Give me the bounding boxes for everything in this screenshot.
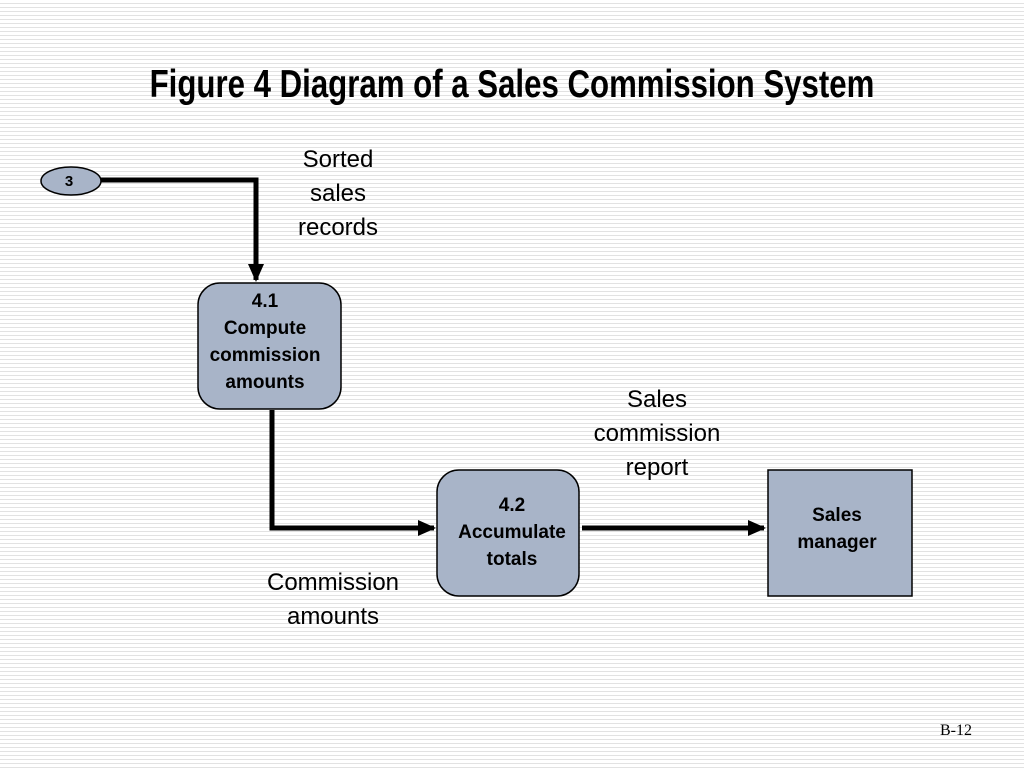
process-label-line: Accumulate <box>458 522 566 543</box>
connector-label: 3 <box>65 173 73 190</box>
process-label-line: commission <box>210 345 321 366</box>
flow-label-sales-commission-report: Sales commission report <box>593 386 721 481</box>
entity-shape <box>767 469 913 597</box>
page-number: B-12 <box>940 722 972 739</box>
process-4-1-compute-commission-amounts: 4.1 Compute commission amounts <box>197 282 342 410</box>
flow-label-commission-amounts: Commission amounts <box>266 569 400 630</box>
slide-title: Figure 4 Diagram of a Sales Commission S… <box>0 52 1024 118</box>
offpage-connector-3: 3 <box>40 166 102 196</box>
flow-arrow-commission-amounts <box>269 410 436 536</box>
entity-label-line: manager <box>797 532 877 553</box>
process-shape <box>197 282 342 410</box>
slide-title-text: Figure 4 Diagram of a Sales Commission S… <box>149 63 875 106</box>
process-label-line: amounts <box>225 372 304 393</box>
process-label-line: Compute <box>224 318 306 339</box>
entity-label-line: Sales <box>812 505 862 526</box>
entity-sales-manager: Sales manager <box>767 469 913 597</box>
process-label-line: 4.2 <box>499 495 525 516</box>
flow-label-sorted-sales-records: Sorted sales records <box>297 146 379 241</box>
process-shape <box>436 469 580 597</box>
process-4-2-accumulate-totals: 4.2 Accumulate totals <box>436 469 580 597</box>
connector-shape <box>40 166 102 196</box>
process-label-line: totals <box>487 549 538 570</box>
flow-arrow-sorted-sales-records <box>100 177 264 282</box>
process-label-line: 4.1 <box>252 291 279 312</box>
